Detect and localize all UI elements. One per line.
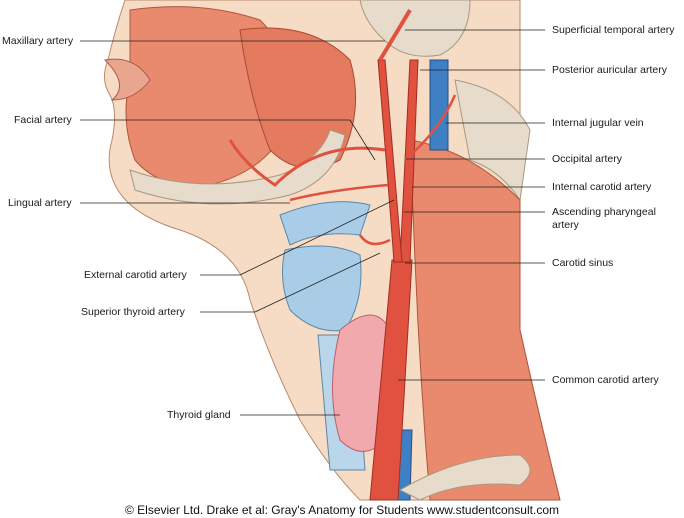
label-ascending-pharyngeal-artery-line2: artery	[552, 219, 579, 231]
label-occipital-artery: Occipital artery	[552, 153, 623, 165]
label-superficial-temporal-artery: Superficial temporal artery	[552, 24, 675, 36]
leader-lines-left	[80, 40, 395, 416]
lips	[103, 58, 151, 101]
external-carotid-artery-shape	[377, 59, 403, 263]
lingual-artery-shape	[289, 183, 389, 202]
copyright-credit: © Elsevier Ltd. Drake et al: Gray's Anat…	[125, 503, 559, 517]
label-superior-thyroid-artery: Superior thyroid artery	[81, 306, 185, 318]
label-posterior-auricular-artery: Posterior auricular artery	[552, 64, 667, 76]
neck-muscles	[409, 139, 561, 501]
label-maxillary-artery: Maxillary artery	[2, 35, 74, 47]
superior-thyroid-artery-shape	[358, 234, 391, 246]
hyoid-cartilage	[279, 201, 371, 246]
label-lingual-artery: Lingual artery	[8, 197, 72, 209]
label-internal-carotid-artery: Internal carotid artery	[552, 181, 652, 193]
clavicle	[398, 454, 531, 501]
occipital-artery-shape	[404, 94, 457, 161]
internal-carotid-artery-shape	[399, 59, 419, 263]
facial-artery-shape	[228, 139, 386, 187]
leader-lines-right	[398, 29, 545, 381]
label-facial-artery: Facial artery	[14, 114, 72, 126]
label-ascending-pharyngeal-artery-line1: Ascending pharyngeal	[552, 206, 656, 218]
cervical-spine	[454, 79, 531, 202]
skull-base	[359, 0, 471, 57]
masseter-muscle	[239, 27, 357, 169]
superficial-temporal-artery-shape	[378, 8, 412, 62]
label-external-carotid-artery: External carotid artery	[84, 269, 187, 281]
label-common-carotid-artery: Common carotid artery	[552, 374, 659, 386]
label-internal-jugular-vein: Internal jugular vein	[552, 117, 644, 129]
internal-jugular-vein	[429, 59, 449, 151]
mandible	[129, 129, 346, 205]
label-carotid-sinus: Carotid sinus	[552, 257, 614, 269]
label-thyroid-gland: Thyroid gland	[167, 409, 231, 421]
